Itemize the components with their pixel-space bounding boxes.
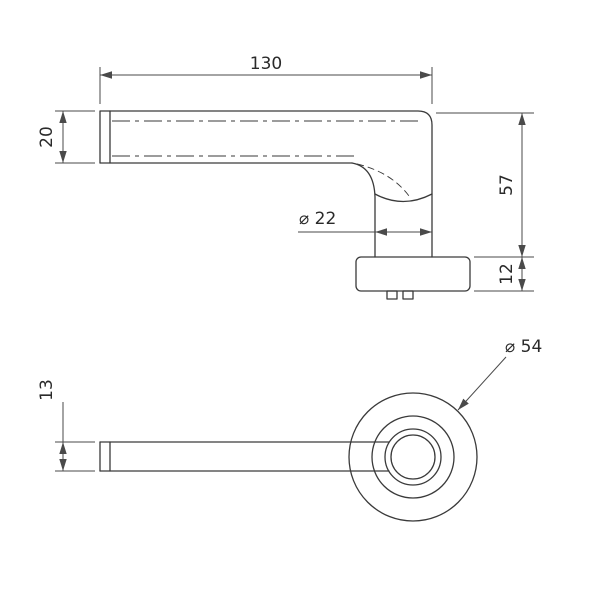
dim-length: 130 xyxy=(99,54,433,104)
dim-height: 57 xyxy=(436,112,534,258)
front-view: 13 ⌀ 54 xyxy=(37,337,542,522)
dim-lever-thickness: 13 xyxy=(37,379,95,472)
collar-inner-circle xyxy=(390,434,436,480)
lever-handle-side-outline xyxy=(99,110,433,258)
fixing-clip-left xyxy=(386,290,398,300)
rose-front-circles xyxy=(348,392,478,522)
dim-height-label: 57 xyxy=(497,174,517,196)
dim-rose-diameter: ⌀ 54 xyxy=(457,337,542,411)
dim-length-label: 130 xyxy=(250,54,282,74)
rose-inner-circle xyxy=(371,415,455,499)
neck-seam-arc xyxy=(374,193,433,203)
dim-rose-thickness-label: 12 xyxy=(497,263,517,285)
dim-lever-thickness-label: 13 xyxy=(37,379,57,401)
hidden-bend-line xyxy=(356,163,410,197)
side-view: 130 20 ⌀ 22 57 xyxy=(37,54,534,300)
dim-neck-diameter: ⌀ 22 xyxy=(298,209,432,236)
rose-side-outline xyxy=(355,256,471,300)
dim-bar-height: 20 xyxy=(37,110,95,164)
fixing-clip-right xyxy=(402,290,414,300)
neck-left-edge xyxy=(351,162,376,258)
dim-rose-diameter-label: ⌀ 54 xyxy=(505,337,542,357)
dim-rose-thickness: 12 xyxy=(474,257,534,292)
dim-bar-height-label: 20 xyxy=(37,126,57,148)
dim-neck-diameter-label: ⌀ 22 xyxy=(299,209,336,229)
lever-handle-front-outline xyxy=(99,441,390,472)
rose-outer-circle xyxy=(348,392,478,522)
collar-outer-circle xyxy=(384,428,442,486)
